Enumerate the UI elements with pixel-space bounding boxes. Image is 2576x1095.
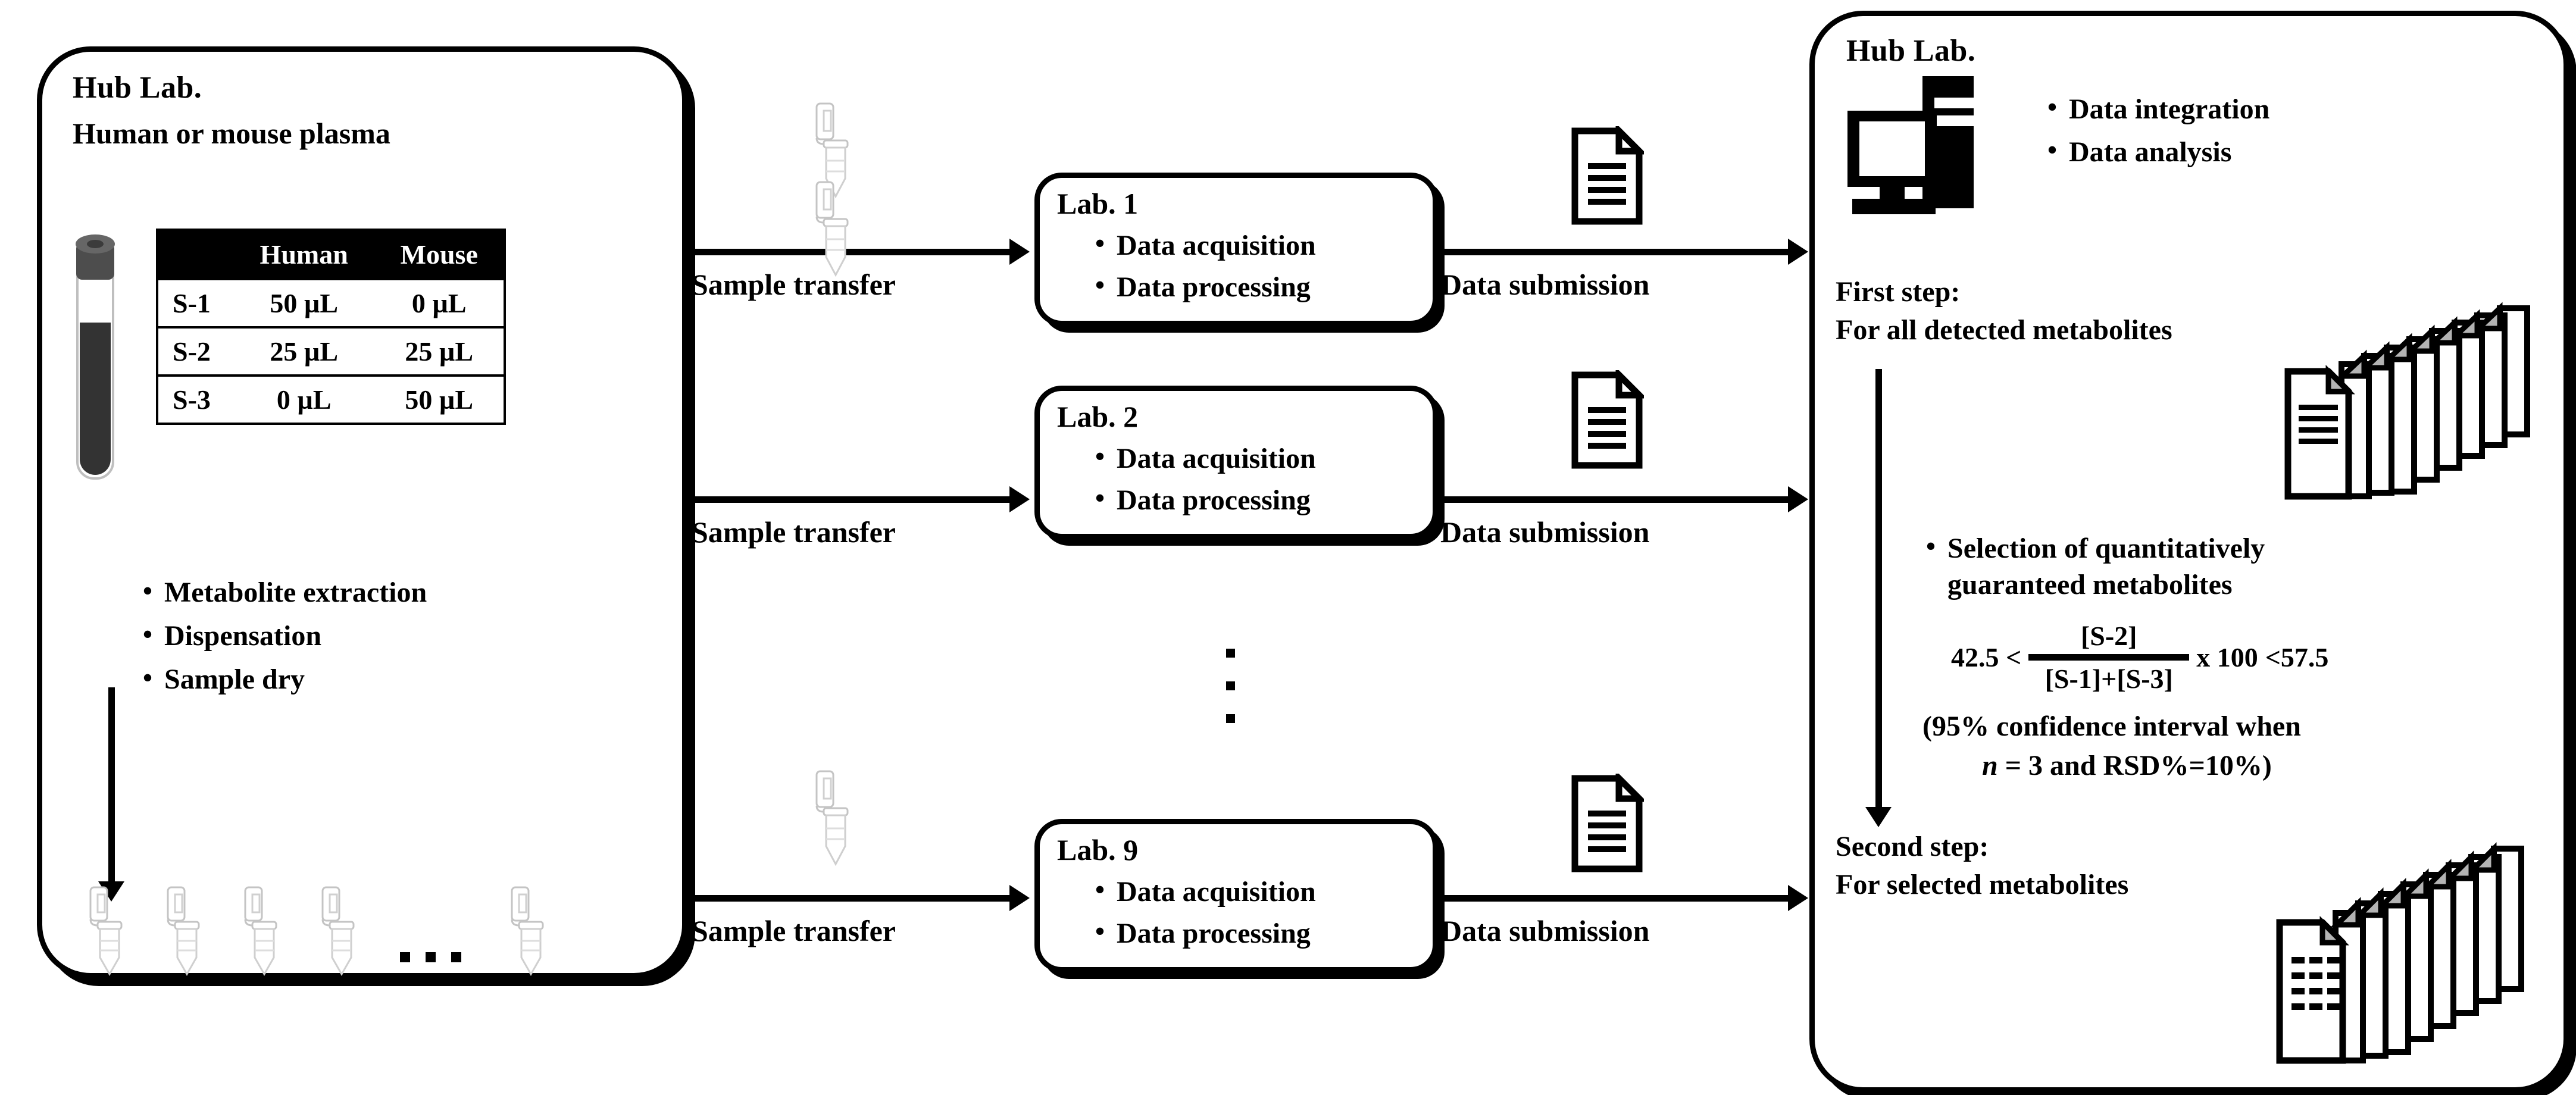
computer-task-list: Data integration Data analysis	[2045, 87, 2269, 174]
confidence-note-line2: n = 3 and RSD%=10%)	[1982, 750, 2272, 781]
lab-9-title: Lab. 9	[1057, 833, 1139, 866]
first-step-label: First step:	[1836, 276, 1961, 308]
second-step-label: Second step:	[1836, 831, 1989, 862]
table-header-row: Human Mouse	[157, 230, 505, 279]
formula-fraction: [S-2] [S-1]+[S-3]	[2028, 620, 2190, 694]
cell-s1-mouse: 0 µL	[374, 278, 505, 327]
formula-multiplier: x 100	[2196, 642, 2258, 672]
sample-transfer-label-lab9: Sample transfer	[692, 914, 896, 947]
sample-prep-steps-list: Metabolite extraction Dispensation Sampl…	[140, 570, 427, 702]
document-stack-icon	[2276, 842, 2524, 1064]
first-step-scope: For all detected metabolites	[1836, 314, 2172, 346]
selection-criteria-line1: Selection of quantitatively	[1924, 527, 2265, 569]
microcentrifuge-tube-icon	[167, 886, 200, 977]
formula-numerator: [S-2]	[2080, 621, 2137, 651]
microcentrifuge-tube-icon	[511, 886, 544, 977]
sample-volume-table: Human Mouse S-1 50 µL 0 µL S-2 25 µL 25 …	[156, 229, 506, 425]
tube-row-ellipsis	[400, 952, 461, 962]
table-row: S-3 0 µL 50 µL	[157, 374, 505, 424]
right-panel-title: Hub Lab.	[1846, 34, 1976, 68]
lab-task-item: Data processing	[1093, 265, 1316, 308]
sample-transfer-label-lab2: Sample transfer	[692, 515, 896, 549]
left-panel-subtitle: Human or mouse plasma	[73, 117, 390, 150]
sample-transfer-arrow-lab1	[686, 239, 1030, 265]
prep-step-item: Dispensation	[140, 614, 427, 658]
sample-transfer-arrow-lab2	[686, 486, 1030, 512]
blood-collection-tube-icon	[76, 234, 115, 480]
formula-upper-bound: <57.5	[2265, 642, 2329, 672]
microcentrifuge-tube-icon	[815, 770, 849, 866]
confidence-note-line1: (95% confidence interval when	[1922, 711, 2301, 742]
sample-transfer-label-lab1: Sample transfer	[692, 268, 896, 301]
microcentrifuge-tube-icon	[89, 886, 123, 977]
lab-9-task-list: Data acquisition Data processing	[1093, 870, 1316, 955]
table-row: S-2 25 µL 25 µL	[157, 326, 505, 376]
computer-task-item: Data analysis	[2045, 130, 2269, 174]
lab-task-item: Data processing	[1093, 912, 1316, 955]
sample-size-symbol: n	[1982, 750, 1998, 781]
selection-criteria-list: Selection of quantitatively	[1924, 527, 2265, 569]
cell-s3-human: 0 µL	[233, 374, 375, 424]
data-submission-arrow-lab9	[1436, 885, 1808, 911]
selection-formula: 42.5 < [S-2] [S-1]+[S-3] x 100 <57.5	[1951, 620, 2328, 694]
document-icon	[1571, 126, 1644, 225]
hub-lab-sample-preparation-panel	[37, 46, 687, 978]
column-header-mouse: Mouse	[374, 230, 505, 279]
column-header-human: Human	[233, 230, 375, 279]
row-label-s3: S-3	[157, 374, 233, 424]
lab-1-task-list: Data acquisition Data processing	[1093, 224, 1316, 308]
microcentrifuge-tube-icon	[244, 886, 277, 977]
lab-1-title: Lab. 1	[1057, 187, 1139, 220]
lab-task-item: Data processing	[1093, 478, 1316, 521]
formula-fraction-bar	[2028, 654, 2190, 661]
table-corner-cell	[157, 230, 233, 279]
lab-sequence-ellipsis	[1226, 649, 1235, 747]
lab-2-task-list: Data acquisition Data processing	[1093, 437, 1316, 521]
document-icon	[1571, 774, 1644, 872]
row-label-s2: S-2	[157, 326, 233, 376]
confidence-note-line2-rest: = 3 and RSD%=10%)	[1997, 750, 2272, 781]
lab-2-title: Lab. 2	[1057, 400, 1139, 433]
computer-task-item: Data integration	[2045, 87, 2269, 131]
cell-s2-mouse: 25 µL	[374, 326, 505, 376]
data-submission-label-lab1: Data submission	[1440, 268, 1650, 301]
data-submission-arrow-lab1	[1436, 239, 1808, 265]
analysis-flow-down-arrow	[1865, 369, 1892, 827]
cell-s2-human: 25 µL	[233, 326, 375, 376]
microcentrifuge-tube-icon	[815, 181, 849, 277]
second-step-scope: For selected metabolites	[1836, 869, 2129, 900]
row-label-s1: S-1	[157, 278, 233, 327]
data-submission-label-lab2: Data submission	[1440, 515, 1650, 549]
data-submission-arrow-lab2	[1436, 486, 1808, 512]
formula-denominator: [S-1]+[S-3]	[2044, 664, 2173, 694]
document-icon	[1571, 370, 1644, 469]
data-submission-label-lab9: Data submission	[1440, 914, 1650, 947]
prep-step-item: Sample dry	[140, 657, 427, 702]
left-panel-title: Hub Lab.	[73, 71, 202, 105]
cell-s3-mouse: 50 µL	[374, 374, 505, 424]
document-stack-icon	[2284, 302, 2530, 500]
lab-task-item: Data acquisition	[1093, 870, 1316, 913]
microcentrifuge-tube-icon	[321, 886, 355, 977]
lab-task-item: Data acquisition	[1093, 437, 1316, 480]
prep-flow-down-arrow	[98, 687, 124, 902]
cell-s1-human: 50 µL	[233, 278, 375, 327]
prep-step-item: Metabolite extraction	[140, 570, 427, 615]
formula-lower-bound: 42.5 <	[1951, 642, 2022, 672]
selection-criteria-line2: guaranteed metabolites	[1947, 569, 2233, 600]
table-row: S-1 50 µL 0 µL	[157, 278, 505, 327]
sample-transfer-arrow-lab9	[686, 885, 1030, 911]
lab-task-item: Data acquisition	[1093, 224, 1316, 267]
desktop-computer-icon	[1847, 76, 1974, 214]
